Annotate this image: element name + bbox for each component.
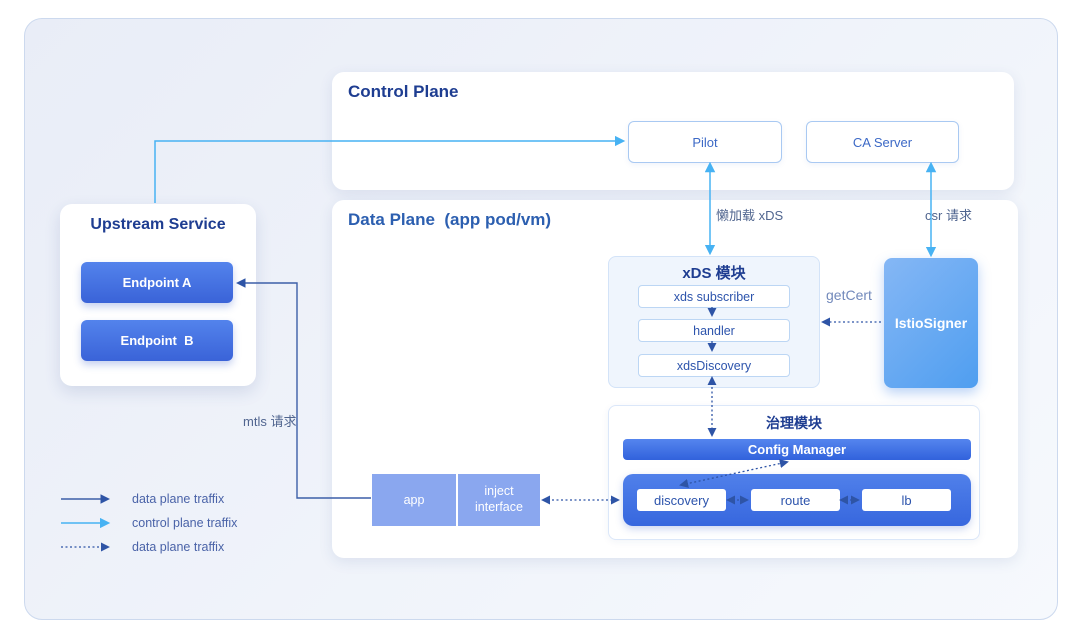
- endpoint-b-label: Endpoint B: [120, 333, 194, 348]
- inject-label-line1: inject: [484, 484, 514, 499]
- app-label: app: [403, 493, 425, 507]
- node-discovery: discovery: [637, 489, 726, 511]
- xds-module: xDS 模块 xds subscriber handler xdsDiscove…: [608, 256, 820, 388]
- node-istio-signer: IstioSigner: [884, 258, 978, 388]
- solid-navy-arrow-icon: [61, 494, 111, 504]
- xds-discovery-label: xdsDiscovery: [676, 358, 752, 373]
- xds-subscriber-label: xds subscriber: [673, 289, 755, 304]
- node-config-manager: Config Manager: [623, 439, 971, 460]
- node-route: route: [751, 489, 840, 511]
- lb-label: lb: [901, 492, 912, 508]
- dotted-navy-arrow-icon: [61, 542, 110, 552]
- upstream-service-title: Upstream Service: [90, 216, 226, 233]
- node-endpoint-a: Endpoint A: [81, 262, 233, 303]
- governance-module-title: 治理模块: [766, 415, 822, 431]
- config-manager-label: Config Manager: [747, 442, 847, 457]
- label-get-cert: getCert: [826, 287, 872, 303]
- istio-signer-label: IstioSigner: [894, 315, 968, 331]
- handler-label: handler: [693, 323, 735, 338]
- legend: data plane traffix control plane traffix…: [60, 491, 237, 555]
- solid-cyan-arrow-icon: [61, 518, 111, 528]
- node-handler: handler: [638, 319, 790, 342]
- pilot-label: Pilot: [692, 134, 718, 150]
- legend-label: data plane traffix: [132, 492, 225, 506]
- data-plane-title: Data Plane (app pod/vm): [348, 210, 552, 229]
- node-endpoint-b: Endpoint B: [81, 320, 233, 361]
- control-plane-title: Control Plane: [348, 82, 459, 101]
- xds-module-title: xDS 模块: [682, 265, 746, 282]
- ca-server-label: CA Server: [852, 134, 913, 150]
- legend-label: data plane traffix: [132, 540, 225, 554]
- legend-label: control plane traffix: [132, 516, 238, 530]
- legend-row-data-plane-dotted: data plane traffix: [60, 539, 237, 555]
- legend-row-data-plane-solid: data plane traffix: [60, 491, 237, 507]
- proxy-band: discovery route lb: [623, 474, 971, 526]
- node-inject-interface: inject interface: [458, 474, 540, 526]
- label-lazy-load-xds: 懒加载 xDS: [716, 208, 784, 223]
- node-pilot: Pilot: [628, 121, 782, 163]
- endpoint-a-label: Endpoint A: [122, 275, 192, 290]
- route-label: route: [780, 492, 811, 508]
- data-plane-panel: Data Plane (app pod/vm) xDS 模块 xds subsc…: [332, 200, 1018, 558]
- node-app: app: [372, 474, 456, 526]
- node-xds-discovery: xdsDiscovery: [638, 354, 790, 377]
- legend-row-control-plane: control plane traffix: [60, 515, 237, 531]
- node-xds-subscriber: xds subscriber: [638, 285, 790, 308]
- control-plane-panel: Control Plane Pilot CA Server: [332, 72, 1014, 190]
- node-ca-server: CA Server: [806, 121, 959, 163]
- upstream-service-panel: Upstream Service Endpoint A Endpoint B: [60, 204, 256, 386]
- label-csr-request: csr 请求: [925, 208, 972, 223]
- label-mtls-request: mtls 请求: [243, 414, 297, 429]
- node-lb: lb: [862, 489, 951, 511]
- governance-module: 治理模块 Config Manager discovery route lb: [608, 405, 980, 540]
- inject-label-line2: interface: [475, 500, 523, 514]
- discovery-label: discovery: [654, 492, 709, 508]
